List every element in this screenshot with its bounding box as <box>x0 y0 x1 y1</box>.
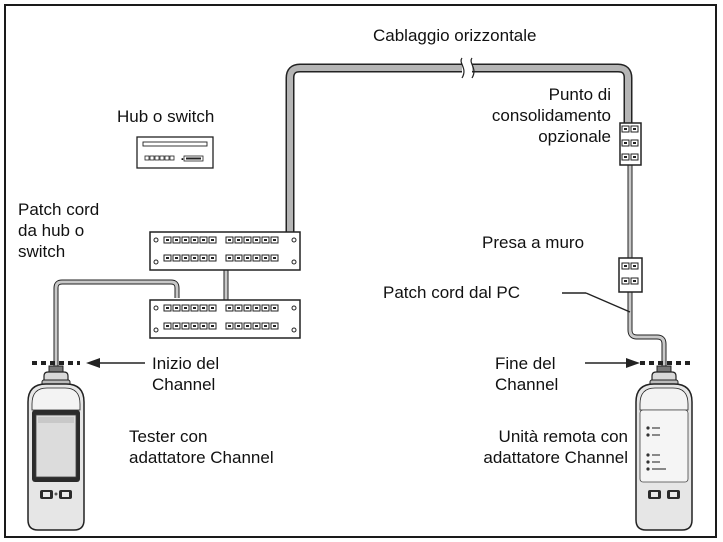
diagram-frame <box>4 4 717 538</box>
horizontal-cable <box>285 57 633 236</box>
remote-led-indicators <box>646 426 666 471</box>
label-hub-switch: Hub o switch <box>117 107 214 126</box>
label-tester-line1: Tester con <box>129 427 207 446</box>
label-channel-end-line1: Fine del <box>495 354 555 373</box>
label-consolidation-line1: Punto di <box>549 85 611 104</box>
channel-end-arrow-icon <box>585 358 640 368</box>
label-remote-line2: adattatore Channel <box>483 448 628 467</box>
label-wall-outlet: Presa a muro <box>482 233 584 252</box>
label-tester-line2: adattatore Channel <box>129 448 274 467</box>
label-consolidation-line2: consolidamento <box>492 106 611 125</box>
tester-screen <box>35 414 77 478</box>
consolidation-point-box <box>619 122 642 166</box>
label-patch-cord-hub-line2: da hub o <box>18 221 84 240</box>
hub-switch-device: .... <box>136 136 214 169</box>
label-horizontal-cabling: Cablaggio orizzontale <box>373 26 537 45</box>
label-consolidation-line3: opzionale <box>538 127 611 146</box>
cable-break-icon <box>462 60 472 76</box>
label-channel-start-line1: Inizio del <box>152 354 219 373</box>
channel-start-arrow-icon <box>86 358 145 368</box>
tester-device <box>27 365 85 531</box>
label-patch-cord-hub-line3: switch <box>18 242 65 261</box>
label-patch-cord-pc: Patch cord dal PC <box>383 283 520 302</box>
wall-outlet <box>618 257 643 293</box>
patch-panel-bottom <box>149 299 301 339</box>
label-remote-line1: Unità remota con <box>499 427 628 446</box>
label-channel-start-line2: Channel <box>152 375 215 394</box>
label-channel-end-line2: Channel <box>495 375 558 394</box>
patch-panel-top <box>149 231 301 271</box>
label-patch-cord-hub-line1: Patch cord <box>18 200 99 219</box>
remote-unit-device <box>635 365 693 531</box>
